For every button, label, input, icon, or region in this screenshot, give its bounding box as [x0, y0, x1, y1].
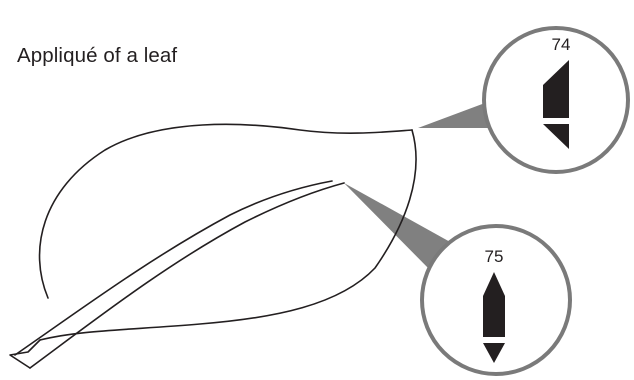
- leaf-vein-lower: [29, 182, 345, 369]
- half-arrow-stitch-icon: [543, 60, 569, 149]
- callout-number-74: 74: [552, 35, 571, 54]
- callout-74: 74: [482, 26, 630, 174]
- leaf-upper-edge: [38, 123, 413, 299]
- leaf-vein-upper: [14, 180, 333, 356]
- leaf-right-edge: [39, 129, 417, 341]
- callout-number-75: 75: [485, 247, 504, 266]
- leaf-stem: [9, 339, 41, 369]
- diagram-title: Appliqué of a leaf: [17, 44, 178, 67]
- pointer-wedge-top: [418, 100, 497, 128]
- leaf-outline: [9, 123, 417, 369]
- double-point-stitch-icon: [483, 272, 505, 363]
- callout-75: 75: [420, 224, 572, 376]
